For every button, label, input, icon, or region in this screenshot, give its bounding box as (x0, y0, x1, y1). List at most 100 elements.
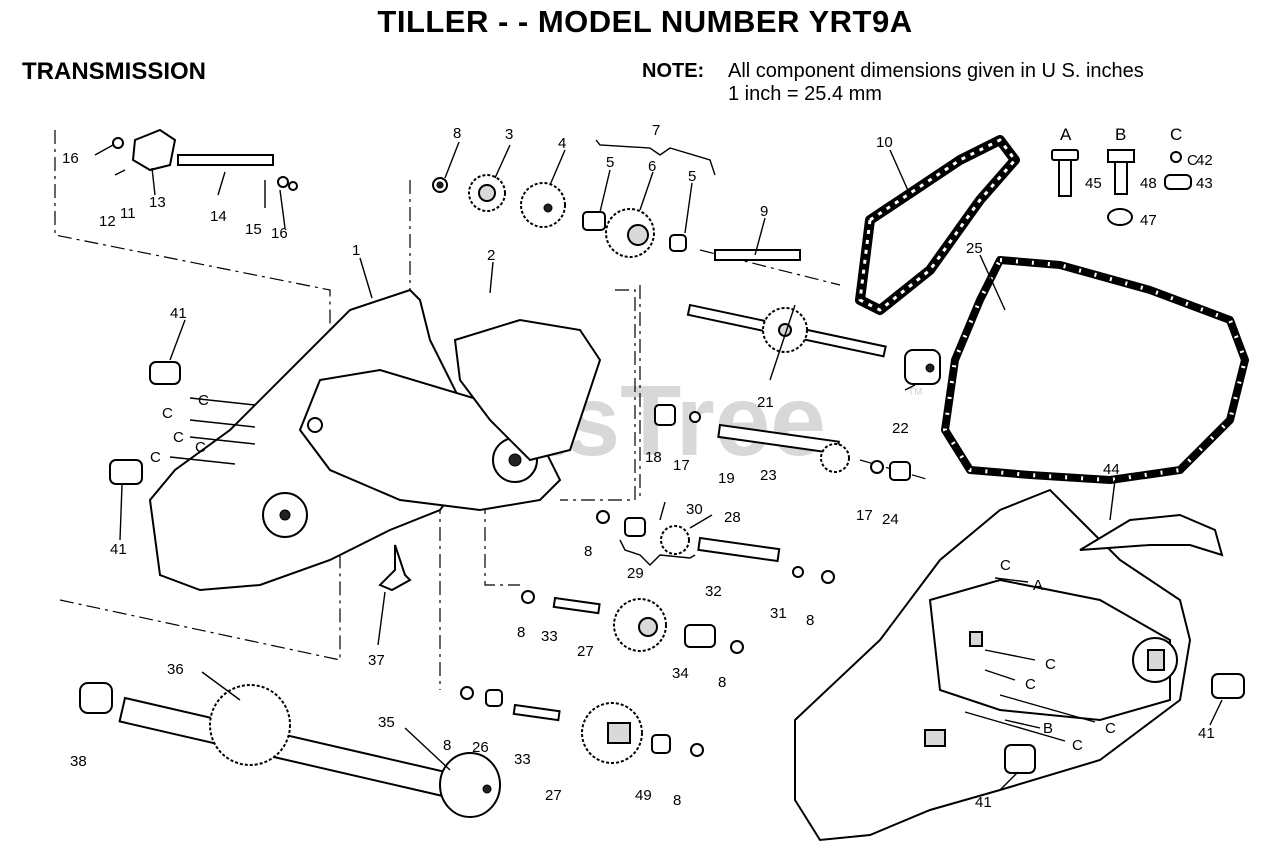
callout-5b: 5 (688, 168, 696, 185)
shaft-19-assembly (654, 404, 911, 481)
callout-44: 44 (1103, 461, 1120, 478)
side-cover-44 (1079, 513, 1224, 557)
callout-8-34: 8 (718, 674, 726, 691)
part-callouts: 1 2 3 4 5 5 6 7 8 8 8 8 8 8 8 9 10 11 12… (62, 122, 1215, 811)
ring-42-icon (1170, 151, 1182, 163)
washer-47-icon (1107, 208, 1133, 226)
axle-assembly (79, 682, 501, 818)
callout-5a: 5 (606, 154, 614, 171)
legend-48-label: 48 (1140, 175, 1157, 192)
tag-c11: C (1000, 557, 1011, 574)
gear-27-upper-assembly (521, 590, 744, 654)
bolt-b-icon (1107, 149, 1135, 163)
callout-6: 6 (648, 158, 656, 175)
callout-7: 7 (652, 122, 660, 139)
leader-lines (94, 141, 1223, 791)
callout-1: 1 (352, 242, 360, 259)
diagram-title: TILLER - - MODEL NUMBER YRT9A (377, 4, 913, 39)
tag-c1: C (198, 392, 209, 409)
note-line-1: All component dimensions given in U S. i… (728, 60, 1144, 82)
tag-c3: C (173, 429, 184, 446)
upper-sprocket-row (432, 174, 801, 261)
bracket-29 (619, 539, 696, 566)
tag-c10: C (1187, 152, 1198, 169)
fastener-arrows (169, 397, 1096, 742)
callout-13: 13 (149, 194, 166, 211)
callout-9: 9 (760, 203, 768, 220)
housing-right-bearing (924, 729, 946, 747)
tag-c6: C (1045, 656, 1056, 673)
upper-gear-cover (453, 318, 602, 462)
callout-26: 26 (472, 739, 489, 756)
gasket-25 (941, 256, 1249, 484)
callout-2: 2 (487, 247, 495, 264)
transmission-housing-left (148, 288, 562, 592)
section-title: TRANSMISSION (22, 58, 207, 85)
gear-27-lower-assembly (460, 686, 704, 764)
callout-8-28: 8 (584, 543, 592, 560)
part-14-shaft (177, 154, 274, 166)
callout-19: 19 (718, 470, 735, 487)
legend-47-label: 47 (1140, 212, 1157, 229)
callout-8-33: 8 (517, 624, 525, 641)
tag-a1: A (1033, 577, 1043, 594)
callout-8-top: 8 (453, 125, 461, 142)
callout-14: 14 (210, 208, 227, 225)
shift-fork-parts (112, 128, 298, 191)
shaft-32-assembly (596, 510, 835, 584)
callout-15: 15 (245, 221, 262, 238)
callout-32: 32 (705, 583, 722, 600)
watermark-trademark: TM (908, 387, 922, 398)
part-13 (131, 128, 177, 172)
note-label: NOTE: (642, 60, 705, 82)
callout-35: 35 (378, 714, 395, 731)
callout-27b: 27 (545, 787, 562, 804)
callout-41c: 41 (1198, 725, 1215, 742)
callout-11: 11 (120, 205, 136, 222)
part-37 (378, 544, 412, 592)
housing-chain-cover (298, 368, 562, 512)
callout-38: 38 (70, 753, 87, 770)
callout-8-26: 8 (443, 737, 451, 754)
callout-8-31: 8 (806, 612, 814, 629)
callout-16b: 16 (271, 225, 288, 242)
tag-c7: C (1025, 676, 1036, 693)
callout-10: 10 (876, 134, 893, 151)
callout-27a: 27 (577, 643, 594, 660)
fastener-tags: C C C C C C C C C C C A B (150, 152, 1198, 754)
note-line-2: 1 inch = 25.4 mm (728, 83, 882, 105)
callout-36: 36 (167, 661, 184, 678)
legend-col-c: C (1170, 125, 1182, 144)
callout-22: 22 (892, 420, 909, 437)
callout-33b: 33 (514, 751, 531, 768)
callout-8-49: 8 (673, 792, 681, 809)
transmission-housing-right (794, 488, 1192, 842)
bracket-7 (595, 139, 716, 176)
tag-c8: C (1105, 720, 1116, 737)
tag-c5: C (195, 439, 206, 456)
callout-24: 24 (882, 511, 899, 528)
tag-c9: C (1072, 737, 1083, 754)
dimension-note: NOTE: All component dimensions given in … (642, 60, 1144, 105)
callout-34: 34 (672, 665, 689, 682)
callout-28: 28 (724, 509, 741, 526)
callout-49: 49 (635, 787, 652, 804)
callout-12: 12 (99, 213, 116, 230)
hardware-legend: A B C 45 48 47 42 43 (1051, 125, 1213, 229)
bushing-41-bottom (1004, 744, 1036, 774)
bushing-41-right (1211, 673, 1245, 699)
callout-29: 29 (627, 565, 644, 582)
tag-c4: C (150, 449, 161, 466)
legend-col-b: B (1115, 125, 1126, 144)
callout-41d: 41 (975, 794, 992, 811)
bolt-a-icon (1051, 149, 1079, 161)
callout-17a: 17 (673, 457, 690, 474)
legend-43-label: 43 (1196, 175, 1213, 192)
callout-18: 18 (645, 449, 662, 466)
nut-43-icon (1164, 174, 1192, 190)
bushing-41-upper (149, 361, 181, 385)
callout-25: 25 (966, 240, 983, 257)
housing-right-chain-cover (928, 578, 1171, 722)
tag-b1: B (1043, 720, 1053, 737)
